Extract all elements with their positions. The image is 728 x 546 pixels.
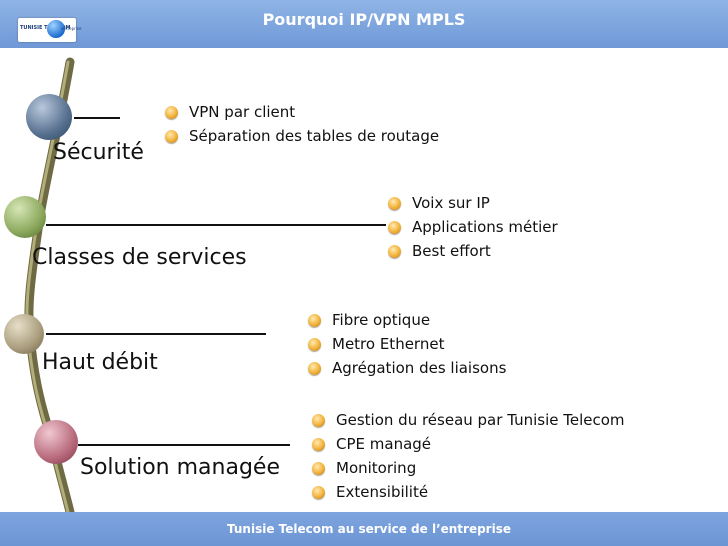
connector-line-classes bbox=[46, 224, 386, 226]
bullet-icon bbox=[308, 338, 321, 351]
globe-icon bbox=[47, 20, 65, 38]
header-bar: TUNISIE TELECOM entreprise Pourquoi IP/V… bbox=[0, 0, 728, 50]
list-item: CPE managé bbox=[312, 432, 625, 456]
list-item: Séparation des tables de routage bbox=[165, 124, 439, 148]
bullet-icon bbox=[308, 314, 321, 327]
brand-logo: TUNISIE TELECOM entreprise bbox=[18, 18, 81, 42]
bullet-icon bbox=[312, 486, 325, 499]
bullet-icon bbox=[312, 414, 325, 427]
list-bandwidth: Fibre optique Metro Ethernet Agrégation … bbox=[308, 308, 506, 380]
bullet-icon bbox=[388, 245, 401, 258]
connector-line-managed bbox=[78, 444, 290, 446]
footer-bar: Tunisie Telecom au service de l’entrepri… bbox=[0, 512, 728, 546]
footer-text: Tunisie Telecom au service de l’entrepri… bbox=[227, 522, 511, 536]
bullet-icon bbox=[165, 106, 178, 119]
list-item: Extensibilité bbox=[312, 480, 625, 504]
connector-line-bandwidth bbox=[46, 333, 266, 335]
bullet-icon bbox=[165, 130, 178, 143]
list-item: Best effort bbox=[388, 239, 558, 263]
list-item: Metro Ethernet bbox=[308, 332, 506, 356]
category-classes: Classes de services bbox=[32, 245, 247, 270]
logo-text: TUNISIE TELECOM bbox=[20, 25, 71, 31]
connector-line-security bbox=[74, 117, 120, 119]
bullet-icon bbox=[308, 362, 321, 375]
slide-title: Pourquoi IP/VPN MPLS bbox=[262, 10, 466, 29]
list-item: VPN par client bbox=[165, 100, 439, 124]
list-classes: Voix sur IP Applications métier Best eff… bbox=[388, 191, 558, 263]
orb-classes bbox=[4, 196, 46, 238]
list-item: Monitoring bbox=[312, 456, 625, 480]
bullet-icon bbox=[312, 462, 325, 475]
category-security: Sécurité bbox=[53, 140, 144, 165]
list-item: Gestion du réseau par Tunisie Telecom bbox=[312, 408, 625, 432]
list-item: Fibre optique bbox=[308, 308, 506, 332]
category-bandwidth: Haut débit bbox=[42, 350, 158, 375]
logo-subtext: entreprise bbox=[61, 26, 82, 31]
bullet-icon bbox=[388, 197, 401, 210]
list-managed: Gestion du réseau par Tunisie Telecom CP… bbox=[312, 408, 625, 504]
bullet-icon bbox=[312, 438, 325, 451]
bullet-icon bbox=[388, 221, 401, 234]
orb-bandwidth bbox=[4, 314, 44, 354]
list-item: Agrégation des liaisons bbox=[308, 356, 506, 380]
list-security: VPN par client Séparation des tables de … bbox=[165, 100, 439, 148]
orb-security bbox=[26, 94, 72, 140]
list-item: Applications métier bbox=[388, 215, 558, 239]
list-item: Voix sur IP bbox=[388, 191, 558, 215]
category-managed: Solution managée bbox=[80, 455, 280, 480]
orb-managed bbox=[34, 420, 78, 464]
